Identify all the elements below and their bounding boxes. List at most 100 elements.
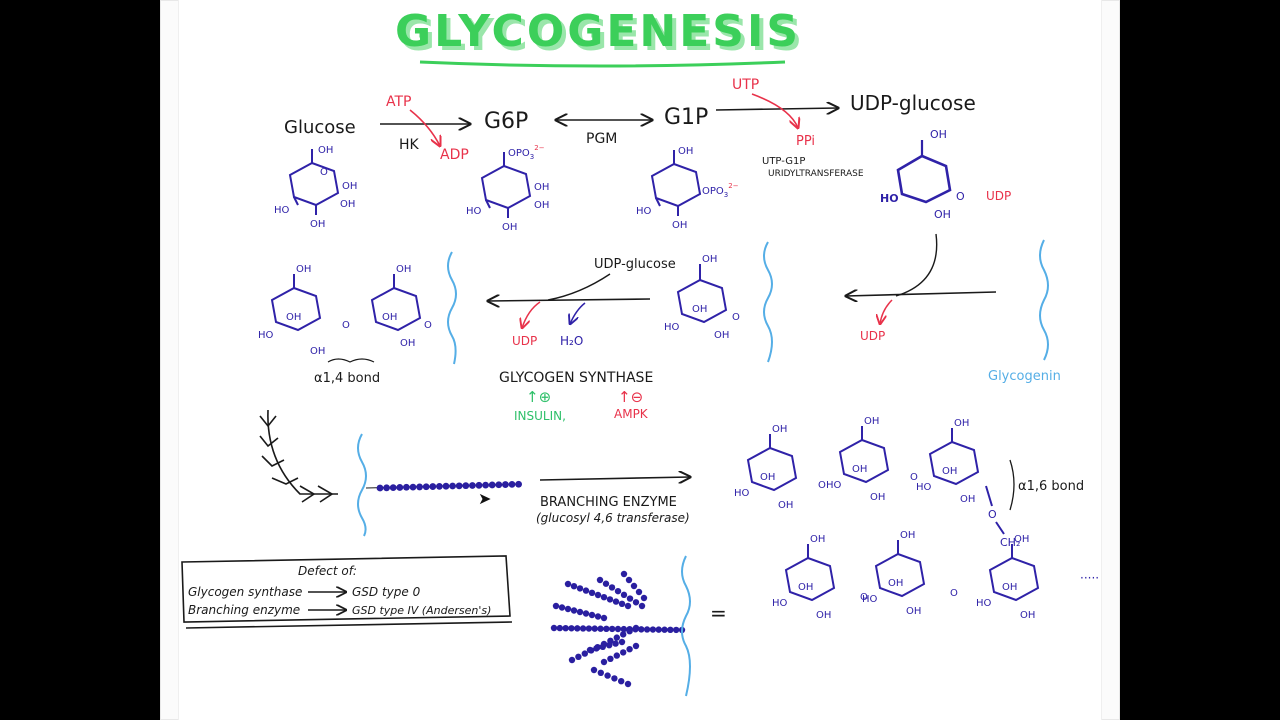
ring-oh-label: OH (1020, 610, 1035, 621)
hk-label: HK (399, 137, 420, 153)
chain-glucose-dot (442, 482, 450, 490)
chain-glucose-dot (625, 576, 633, 584)
chain-glucose-dot (618, 678, 625, 685)
chain-glucose-dot (556, 624, 564, 632)
svg-text:HO: HO (664, 322, 680, 333)
chain-glucose-dot (570, 583, 578, 590)
chain-glucose-dot (562, 624, 569, 632)
chain-glucose-dot (590, 666, 598, 674)
chain-glucose-dot (422, 483, 430, 491)
chain-glucose-dot (672, 626, 680, 634)
pgm-label: PGM (586, 131, 617, 147)
g1p-label: G1P (664, 105, 708, 130)
svg-text:O: O (342, 320, 350, 331)
adp-label: ADP (440, 147, 469, 163)
chain-glucose-dot (655, 626, 662, 633)
chain-glucose-dot (564, 605, 572, 613)
svg-text:HO: HO (880, 192, 899, 205)
chain-glucose-dot (508, 481, 516, 488)
ring-oh-label: OH (1002, 582, 1017, 593)
svg-text:HO: HO (636, 206, 652, 217)
chain-glucose-dot (582, 610, 590, 617)
svg-text:OH: OH (692, 304, 707, 315)
chain-glucose-dot (570, 607, 578, 614)
chain-glucose-dot (626, 628, 633, 635)
glycogenin-protein-branch (357, 433, 367, 537)
ring-ho-label: HO (772, 598, 788, 609)
chain-glucose-dot (475, 481, 483, 489)
atp-label: ATP (386, 94, 411, 110)
svg-text:OH: OH (310, 219, 325, 230)
maltose-glycogen-structure: OH HO OH OH O OH OH OH O (258, 264, 432, 357)
chain-glucose-dot (603, 625, 610, 633)
ring-oh-label: OH (760, 472, 775, 483)
svg-text:OH: OH (930, 128, 947, 141)
glycogenin-priming-arrow (846, 292, 997, 296)
g1p-structure: OH HO OH OPO32− (636, 146, 739, 231)
defect-box-shadow (185, 621, 513, 629)
ch2-label: CH₂ (1000, 536, 1020, 549)
svg-text:OH: OH (678, 146, 693, 157)
ring-oh-label: OH (852, 464, 867, 475)
svg-text:OPO32−: OPO32− (508, 144, 545, 161)
ring-oh-label: OH (798, 582, 813, 593)
ring-oh-label: OH (816, 610, 831, 621)
chain-glucose-dot (667, 626, 674, 634)
insulin-up-symbol: ↑⊕ (526, 388, 551, 406)
chain-glucose-dot (568, 656, 576, 664)
udp-glucose-input-label: UDP-glucose (594, 257, 676, 272)
alpha16-o: O (988, 508, 997, 521)
chain-glucose-dot (600, 658, 608, 666)
chain-glucose-dot (488, 481, 496, 489)
chain-continuation-dots: ····· (1080, 571, 1099, 585)
chain-glucose-dot (599, 643, 606, 650)
defect-box (181, 555, 511, 623)
chain-glucose-dot (552, 602, 560, 610)
svg-text:HO: HO (466, 206, 482, 217)
udp-glucose-label: UDP-glucose (850, 91, 976, 115)
chain-glucose-dot (409, 483, 417, 491)
glucose-label: Glucose (284, 117, 356, 138)
svg-text:OH: OH (672, 220, 687, 231)
alpha16-bond-brace (1009, 459, 1015, 511)
chain-glucose-dot (618, 600, 626, 607)
glycogenin-label: Glycogenin (988, 369, 1061, 384)
chain-glucose-dot (635, 588, 643, 596)
branched-glycogen-schematic (550, 570, 686, 688)
udp-release-label-2: UDP (860, 329, 885, 343)
chain-glucose-dot (620, 631, 627, 638)
chain-glucose-dot (585, 625, 593, 632)
defect-row-2-enzyme: Branching enzyme (188, 603, 300, 617)
chain-glucose-dot (596, 576, 604, 584)
chain-glucose-dot (661, 626, 668, 633)
glycosidic-o-label: O (910, 472, 918, 483)
chain-glucose-dot (429, 483, 437, 490)
chain-glucose-dot (649, 626, 657, 633)
glycogenin-protein-left (447, 251, 457, 365)
chain-glucose-dot (575, 653, 582, 660)
chain-glucose-dot (606, 642, 613, 649)
ppi-label: PPi (796, 134, 815, 149)
h2o-label: H₂O (560, 334, 583, 348)
chain-glucose-dot (612, 598, 620, 605)
udp-release-label: UDP (512, 334, 537, 348)
chain-glucose-dot (612, 640, 619, 647)
chain-glucose-dot (614, 625, 622, 633)
chain-glucose-dot (608, 584, 616, 591)
svg-text:OH: OH (702, 254, 717, 265)
glucose-glycogenin-structure: OH HO OH OH O (664, 254, 740, 341)
branch-tree-sketch (259, 409, 338, 503)
chain-glucose-dot (597, 669, 604, 676)
chain-glucose-dot (624, 602, 632, 610)
glycosidic-o-label: O (950, 588, 958, 599)
udp-glucose-in-curve (547, 273, 611, 301)
chain-glucose-dot (626, 646, 633, 653)
chain-glucose-dot (620, 649, 627, 656)
ring-ho-label: HO (862, 594, 878, 605)
defect-row-1-enzyme: Glycogen synthase (188, 585, 302, 599)
glycogen-synthase-arrow (488, 299, 651, 301)
svg-text:OH: OH (534, 200, 549, 211)
